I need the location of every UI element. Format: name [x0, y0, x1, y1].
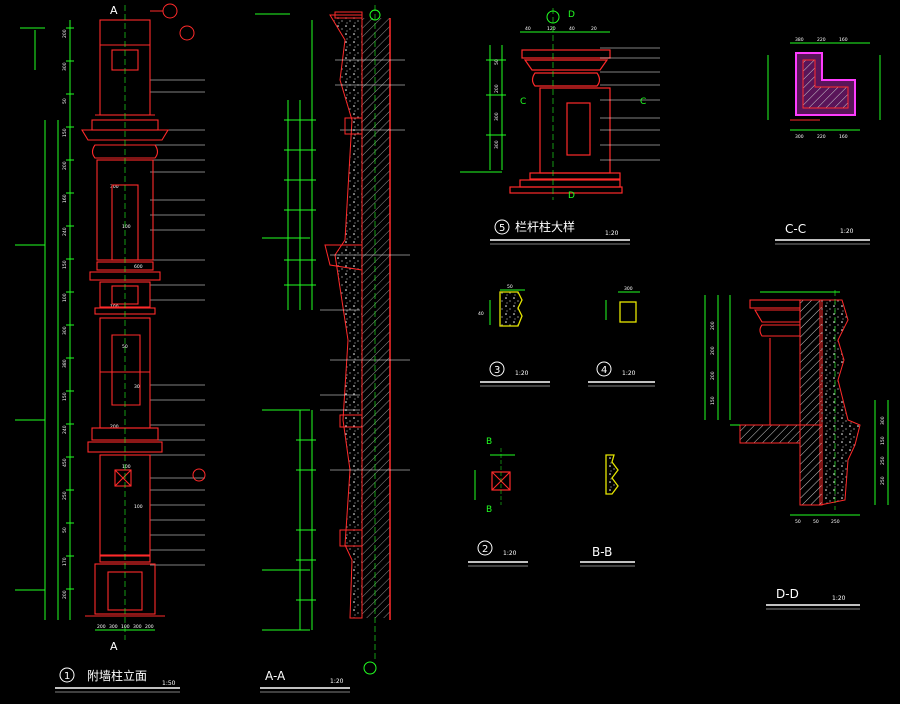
- cc-dim-0: 380: [795, 37, 804, 43]
- e1-dim-10: 380: [62, 359, 68, 368]
- e1-dim-7: 150: [62, 260, 68, 269]
- e1-bottom-dim-4: 200: [145, 624, 154, 630]
- dd-dim-1: 200: [710, 346, 716, 355]
- title-aa-name: A-A: [265, 669, 286, 683]
- e1-dim-14: 250: [62, 491, 68, 500]
- cc-dim-5: 160: [839, 134, 848, 140]
- e1-dim-11: 150: [62, 392, 68, 401]
- p5-dim-3: 20: [591, 26, 597, 32]
- section-a-a: A-A 1:20: [255, 5, 410, 693]
- e1-dim-15: 50: [62, 527, 68, 533]
- e1-bottom-dim-3: 300: [133, 624, 142, 630]
- section-b-b: B-B: [580, 454, 635, 567]
- section-marker-a-top: A: [110, 4, 118, 17]
- title-2-scale: 1:20: [503, 550, 517, 557]
- detail-2: B B 2 1:20: [468, 437, 528, 567]
- cc-dim-1: 220: [817, 37, 826, 43]
- e1-dim-9: 300: [62, 326, 68, 335]
- dd-dim-5: 150: [880, 436, 886, 445]
- d3-dim-0: 50: [507, 284, 513, 290]
- detail-5: 40 120 40 20 50 200 300 300 D D C C 5 栏杆柱大样 1:2…: [460, 8, 660, 245]
- e1-dim-4: 200: [62, 161, 68, 170]
- e1-dim-13: 450: [62, 458, 68, 467]
- title-aa-scale: 1:20: [330, 678, 344, 685]
- dd-dim-8: 50: [795, 519, 801, 525]
- p5-dim-1: 120: [547, 26, 556, 32]
- dd-dim-2: 200: [710, 371, 716, 380]
- p5-dim-2: 40: [569, 26, 575, 32]
- title-1-scale: 1:50: [162, 680, 176, 687]
- e1-dim-16: 170: [62, 557, 68, 566]
- section-marker-c-left: C: [520, 97, 526, 107]
- e1-width-6: 200: [110, 424, 119, 430]
- detail-3: 50 40 3 1:20: [478, 284, 550, 387]
- e1-dim-0: 200: [62, 29, 68, 38]
- p5-dim-0: 40: [525, 26, 531, 32]
- title-1-number: 1: [64, 671, 70, 682]
- section-marker-c-right: C: [640, 97, 646, 107]
- p5-dim-7: 300: [494, 140, 500, 149]
- d4-dim-0: 300: [624, 286, 633, 292]
- dd-dim-9: 50: [813, 519, 819, 525]
- dd-dim-3: 150: [710, 396, 716, 405]
- title-1-name: 附墙柱立面: [87, 668, 147, 683]
- dd-dim-4: 300: [880, 416, 886, 425]
- e1-width-7: 100: [122, 464, 131, 470]
- cc-dim-4: 220: [817, 134, 826, 140]
- cc-dim-2: 160: [839, 37, 848, 43]
- e1-width-1: 100: [122, 224, 131, 230]
- title-3-number: 3: [494, 365, 500, 376]
- p5-dim-5: 200: [494, 84, 500, 93]
- section-d-d: 200 200 200 150 300 150 250 250 50 50 250 D-D 1:20: [704, 290, 889, 610]
- p5-dim-4: 50: [494, 59, 500, 65]
- dd-dim-10: 250: [831, 519, 840, 525]
- section-marker-a-bottom: A: [110, 640, 118, 653]
- dd-dim-0: 200: [710, 321, 716, 330]
- e1-dim-2: 50: [62, 98, 68, 104]
- section-marker-b-bottom: B: [486, 505, 492, 515]
- title-cc-name: C-C: [785, 222, 806, 236]
- e1-width-0: 300: [110, 184, 119, 190]
- e1-dim-1: 300: [62, 62, 68, 71]
- title-cc-scale: 1:20: [840, 228, 854, 235]
- e1-dim-12: 240: [62, 425, 68, 434]
- title-bb-name: B-B: [592, 545, 612, 559]
- d3-dim-1: 40: [478, 311, 484, 317]
- section-marker-b-top: B: [486, 437, 492, 447]
- title-4-scale: 1:20: [622, 370, 636, 377]
- e1-bottom-dim-0: 200: [97, 624, 106, 630]
- title-dd-scale: 1:20: [832, 595, 846, 602]
- title-3-scale: 1:20: [515, 370, 529, 377]
- e1-bottom-dim-2: 100: [121, 624, 130, 630]
- e1-width-8: 100: [134, 504, 143, 510]
- title-5-name: 栏杆柱大样: [515, 219, 575, 234]
- e1-dim-3: 150: [62, 128, 68, 137]
- title-5-number: 5: [499, 223, 505, 234]
- e1-width-5: 30: [134, 384, 140, 390]
- e1-dim-17: 200: [62, 590, 68, 599]
- title-4-number: 4: [601, 365, 607, 376]
- title-5-scale: 1:20: [605, 230, 619, 237]
- dd-dim-6: 250: [880, 456, 886, 465]
- title-dd-name: D-D: [776, 587, 799, 601]
- title-2-number: 2: [482, 544, 488, 555]
- dd-dim-7: 250: [880, 476, 886, 485]
- e1-bottom-dim-1: 300: [109, 624, 118, 630]
- detail-4: 300 4 1:20: [588, 286, 655, 387]
- elevation-1: 2003005015020016024015010030038015024045…: [15, 3, 206, 693]
- e1-width-2: 600: [134, 264, 143, 270]
- section-marker-d-bottom: D: [568, 191, 575, 201]
- e1-dim-8: 100: [62, 293, 68, 302]
- e1-dim-5: 160: [62, 194, 68, 203]
- section-marker-d-top: D: [568, 10, 575, 20]
- cc-dim-3: 300: [795, 134, 804, 140]
- p5-dim-6: 300: [494, 112, 500, 121]
- e1-dim-6: 240: [62, 227, 68, 236]
- section-c-c: 380 220 160 300 220 160 C-C 1:20: [767, 37, 881, 245]
